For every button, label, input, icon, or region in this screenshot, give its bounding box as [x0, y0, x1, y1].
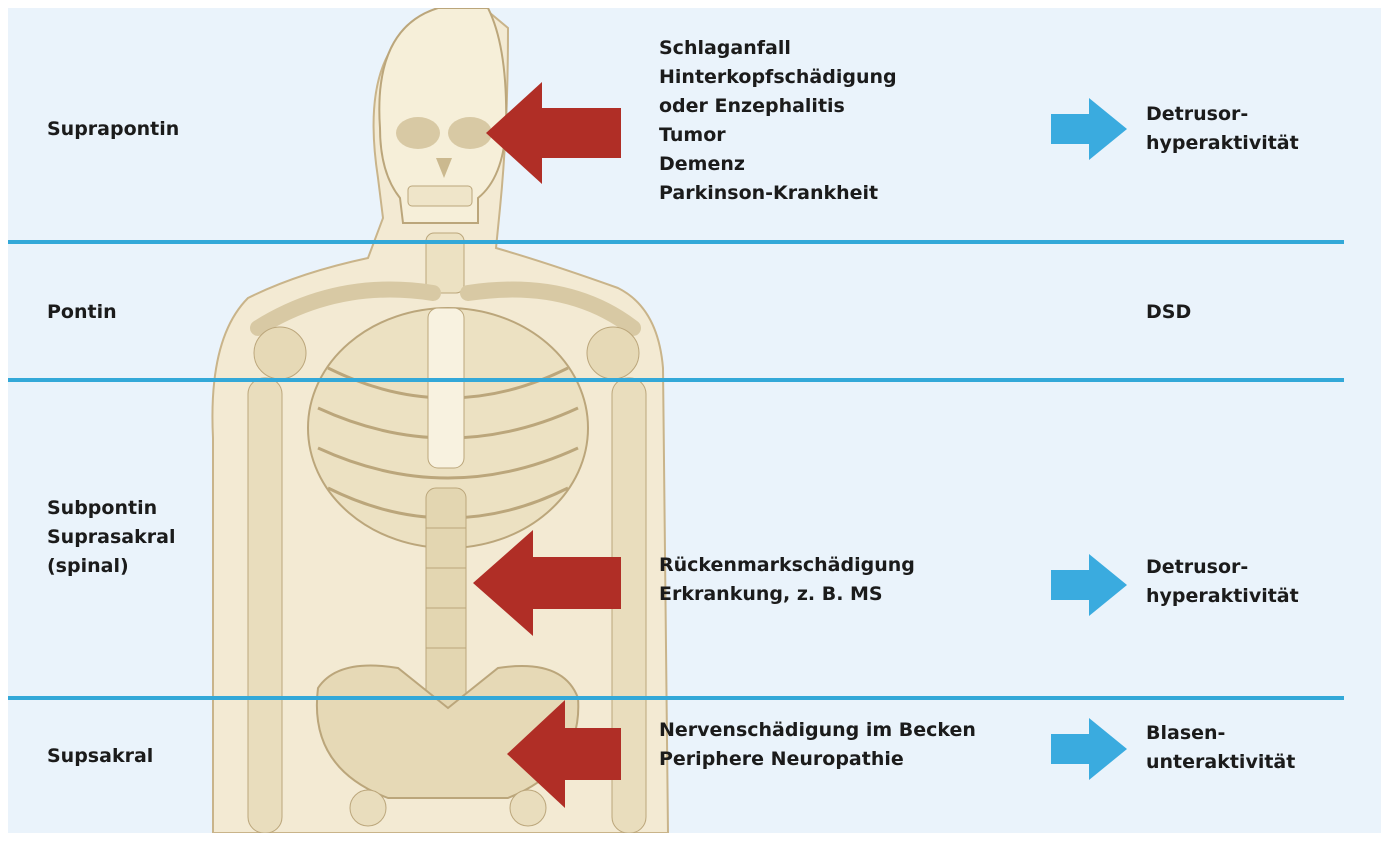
cause-item: oder Enzephalitis	[659, 92, 897, 121]
cause-item: Demenz	[659, 150, 897, 179]
result-line: hyperaktivität	[1146, 129, 1299, 158]
level-line: Subpontin	[47, 494, 175, 523]
result-line: hyperaktivität	[1146, 582, 1299, 611]
level-subpontin-suprasakral: Subpontin Suprasakral (spinal)	[47, 494, 175, 581]
cause-item: Nervenschädigung im Becken	[659, 716, 976, 745]
result-line: Detrusor-	[1146, 553, 1299, 582]
level-supsakral: Supsakral	[47, 742, 153, 771]
causes-spinal: Rückenmarkschädigung Erkrankung, z. B. M…	[659, 551, 915, 609]
level-line: Suprasakral	[47, 523, 175, 552]
result-spinal: Detrusor- hyperaktivität	[1146, 553, 1299, 611]
cause-item: Hinterkopfschädigung	[659, 63, 897, 92]
cause-item: Periphere Neuropathie	[659, 745, 976, 774]
divider-2	[8, 378, 1344, 382]
result-suprapontin: Detrusor- hyperaktivität	[1146, 100, 1299, 158]
right-arrow-icon	[1051, 718, 1127, 780]
causes-supsakral: Nervenschädigung im Becken Periphere Neu…	[659, 716, 976, 774]
right-arrow-icon	[1051, 554, 1127, 616]
level-line: (spinal)	[47, 552, 175, 581]
left-arrow-icon	[507, 700, 621, 808]
divider-3	[8, 696, 1344, 700]
cause-item: Tumor	[659, 121, 897, 150]
left-arrow-icon	[473, 530, 621, 636]
level-pontin: Pontin	[47, 298, 117, 327]
divider-1	[8, 240, 1344, 244]
diagram-frame: Suprapontin Pontin Subpontin Suprasakral…	[8, 8, 1381, 833]
result-pontin: DSD	[1146, 298, 1191, 327]
result-line: Blasen-	[1146, 719, 1295, 748]
cause-item: Schlaganfall	[659, 34, 897, 63]
right-arrow-icon	[1051, 98, 1127, 160]
result-line: Detrusor-	[1146, 100, 1299, 129]
left-arrow-icon	[486, 82, 621, 184]
result-supsakral: Blasen- unteraktivität	[1146, 719, 1295, 777]
cause-item: Parkinson-Krankheit	[659, 179, 897, 208]
result-line: unteraktivität	[1146, 748, 1295, 777]
result-line: DSD	[1146, 298, 1191, 327]
causes-suprapontin: Schlaganfall Hinterkopfschädigung oder E…	[659, 34, 897, 208]
level-suprapontin: Suprapontin	[47, 115, 179, 144]
cause-item: Rückenmarkschädigung	[659, 551, 915, 580]
cause-item: Erkrankung, z. B. MS	[659, 580, 915, 609]
